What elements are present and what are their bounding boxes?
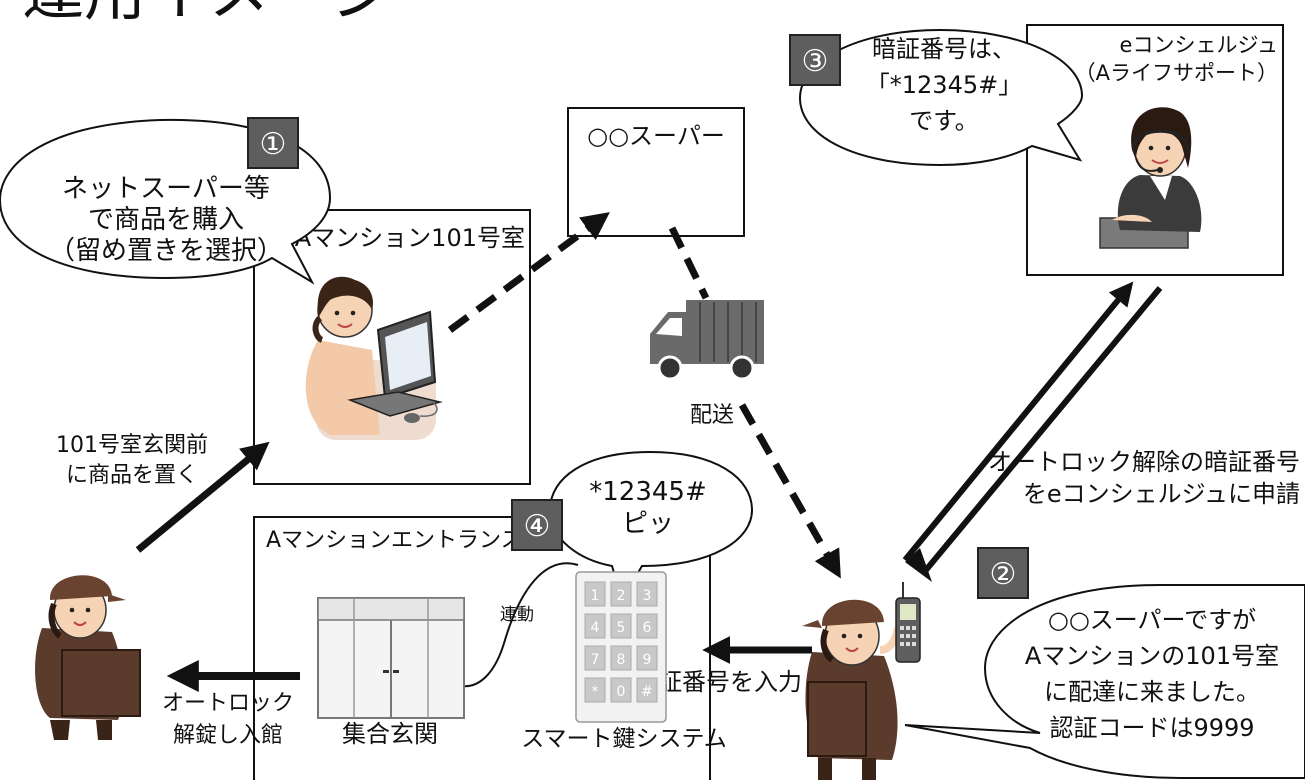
step-badge-3: ③ xyxy=(789,34,841,86)
order-arrow xyxy=(447,212,610,333)
speech-bubble-2: ○○スーパーですが Aマンションの101号室 に配達に来ました。 認証コードは9… xyxy=(904,584,1305,779)
keypad-key-label: 4 xyxy=(591,620,600,636)
unlock-label-2: 解錠し入館 xyxy=(173,723,283,748)
keypad-key xyxy=(584,581,606,607)
keypad-key xyxy=(610,581,632,607)
request-arrow xyxy=(902,281,1134,562)
keypad-key xyxy=(584,645,606,671)
concierge-sublabel: （Aライフサポート） xyxy=(1075,61,1278,85)
bubble4-line1: *12345# xyxy=(589,477,707,507)
step-badge-4-label: ④ xyxy=(524,509,551,544)
delivery-truck-icon xyxy=(650,300,764,381)
delivery-arrow-bottom xyxy=(738,403,841,579)
keypad-key-label: 1 xyxy=(591,588,600,604)
resident-illustration xyxy=(305,276,443,440)
step-badge-2: ② xyxy=(977,547,1029,599)
bubble3-line1: 暗証番号は、 xyxy=(872,35,1016,63)
unlock-label-1: オートロック xyxy=(162,691,294,716)
concierge-operator-illustration xyxy=(1099,107,1202,249)
bubble2-line1: ○○スーパーですが xyxy=(1048,606,1256,634)
keypad-key xyxy=(636,581,658,607)
entrance-label: Aマンションエントランス xyxy=(266,528,523,553)
bubble2-line2: Aマンションの101号室 xyxy=(1025,642,1279,670)
speech-bubble-3: 暗証番号は、 「*12345#」 です。 xyxy=(798,28,1084,167)
common-door-label: 集合玄関 xyxy=(342,720,438,748)
place-goods-label-2: に商品を置く xyxy=(66,463,198,488)
delivery-label: 配送 xyxy=(690,403,734,428)
delivery-arrow-top xyxy=(668,226,710,300)
speech-bubble-4: *12345# ピッ xyxy=(548,450,754,603)
request-code-label-1: オートロック解除の暗証番号 xyxy=(988,448,1300,476)
smart-lock-label: スマート鍵システム xyxy=(521,726,727,752)
link-cable xyxy=(461,562,579,688)
bubble2-line4: 認証コードは9999 xyxy=(1049,714,1254,742)
place-goods-label-1: 101号室玄関前 xyxy=(56,433,208,458)
page-title: 運用イメージ xyxy=(22,0,393,29)
linked-label: 連動 xyxy=(500,605,534,625)
keypad-key-label: 3 xyxy=(643,588,652,604)
keypad-key xyxy=(584,677,606,703)
keypad-key-label: 7 xyxy=(591,652,600,668)
bubble2-line3: に配達に来ました。 xyxy=(1044,678,1260,706)
keypad-key xyxy=(610,645,632,671)
delivery-person-left-illustration xyxy=(35,575,141,740)
keypad-key-label: 2 xyxy=(617,588,626,604)
bubble1-line1: ネットスーパー等 xyxy=(62,174,270,204)
keypad-key xyxy=(636,645,658,671)
bubble4-line2: ピッ xyxy=(622,509,674,539)
common-entrance-door-illustration xyxy=(317,597,465,719)
supermarket-label: ○○スーパー xyxy=(587,122,725,150)
concierge-label: eコンシェルジュ xyxy=(1120,33,1278,57)
keypad-key xyxy=(584,613,606,639)
keypad-key-label: # xyxy=(641,684,653,700)
keypad-key xyxy=(636,677,658,703)
keypad-key-label: 6 xyxy=(643,620,652,636)
keypad-key xyxy=(610,613,632,639)
mobile-phone-icon xyxy=(895,582,921,663)
keypad-key xyxy=(636,613,658,639)
reply-arrow-head xyxy=(905,548,932,582)
keypad-key-label: 9 xyxy=(643,652,652,668)
keypad-key xyxy=(610,677,632,703)
step-badge-1-label: ① xyxy=(260,127,287,162)
delivery-person-right-illustration xyxy=(802,599,902,780)
keypad-key-label: 5 xyxy=(617,620,626,636)
step-badge-3-label: ③ xyxy=(802,44,829,79)
smart-lock-keypad: 1 2 3 4 5 6 7 8 9 * 0 # xyxy=(575,571,667,723)
keypad-key-label: 8 xyxy=(617,652,626,668)
reply-arrow xyxy=(923,286,1163,572)
bubble1-line3: （留め置きを選択） xyxy=(49,236,283,266)
bubble3-line2: 「*12345#」 xyxy=(866,71,1022,99)
place-goods-arrow xyxy=(135,441,270,553)
bubble3-line3: です。 xyxy=(909,107,979,135)
step-badge-2-label: ② xyxy=(990,557,1017,592)
supermarket-box: ○○スーパー xyxy=(567,107,745,237)
step-badge-4: ④ xyxy=(511,499,563,551)
step-badge-1: ① xyxy=(247,117,299,169)
keypad-keys: 1 2 3 4 5 6 7 8 9 * 0 # xyxy=(584,581,658,703)
bubble1-line2: で商品を購入 xyxy=(88,205,244,235)
room-label: Aマンション101号室 xyxy=(295,224,525,252)
request-code-label-2: をeコンシェルジュに申請 xyxy=(1023,480,1300,508)
keypad-key-label: * xyxy=(592,684,599,700)
keypad-key-label: 0 xyxy=(617,684,626,700)
